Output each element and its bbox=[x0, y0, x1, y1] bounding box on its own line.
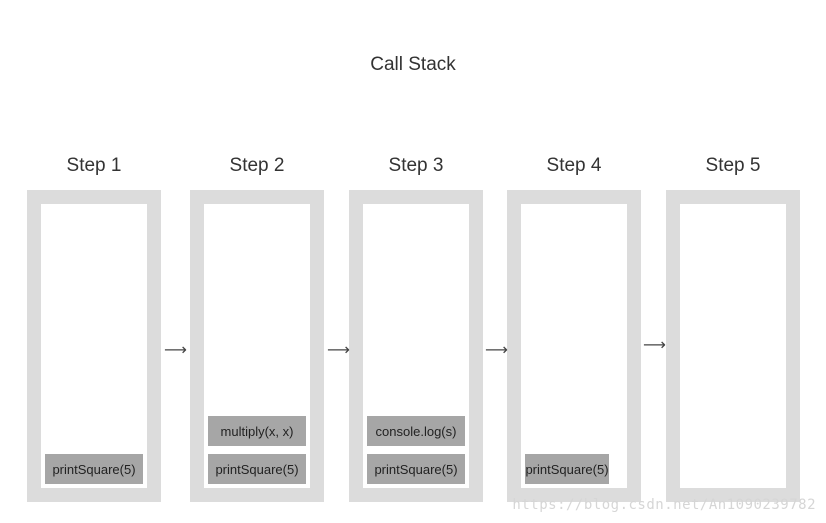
step-2-label: Step 2 bbox=[229, 155, 285, 176]
arrow-right-icon: ⟶ bbox=[327, 342, 350, 359]
step-4-label: Step 4 bbox=[546, 155, 602, 176]
stack-frame-printsquare: printSquare(5) bbox=[525, 454, 609, 484]
stack-frame-printsquare: printSquare(5) bbox=[208, 454, 306, 484]
call-stack-step-4: printSquare(5) bbox=[507, 190, 641, 502]
arrow-right-icon: ⟶ bbox=[485, 342, 508, 359]
stack-frame-printsquare: printSquare(5) bbox=[367, 454, 465, 484]
stack-frame-console-log: console.log(s) bbox=[367, 416, 465, 446]
step-1-label: Step 1 bbox=[66, 155, 122, 176]
stack-interior: printSquare(5) bbox=[41, 204, 147, 488]
call-stack-step-5 bbox=[666, 190, 800, 502]
watermark: https://blog.csdn.net/An1090239782 bbox=[512, 497, 816, 513]
arrow-right-icon: ⟶ bbox=[164, 342, 187, 359]
call-stack-step-1: printSquare(5) bbox=[27, 190, 161, 502]
stack-interior-empty bbox=[680, 204, 786, 488]
stack-interior: multiply(x, x) printSquare(5) bbox=[204, 204, 310, 488]
stack-frame-multiply: multiply(x, x) bbox=[208, 416, 306, 446]
call-stack-step-2: multiply(x, x) printSquare(5) bbox=[190, 190, 324, 502]
arrow-right-icon: ⟶ bbox=[643, 337, 666, 354]
diagram-title: Call Stack bbox=[370, 54, 456, 75]
step-5-label: Step 5 bbox=[705, 155, 761, 176]
step-3-label: Step 3 bbox=[388, 155, 444, 176]
call-stack-step-3: console.log(s) printSquare(5) bbox=[349, 190, 483, 502]
stack-interior: console.log(s) printSquare(5) bbox=[363, 204, 469, 488]
stack-interior: printSquare(5) bbox=[521, 204, 627, 488]
stack-frame-printsquare: printSquare(5) bbox=[45, 454, 143, 484]
